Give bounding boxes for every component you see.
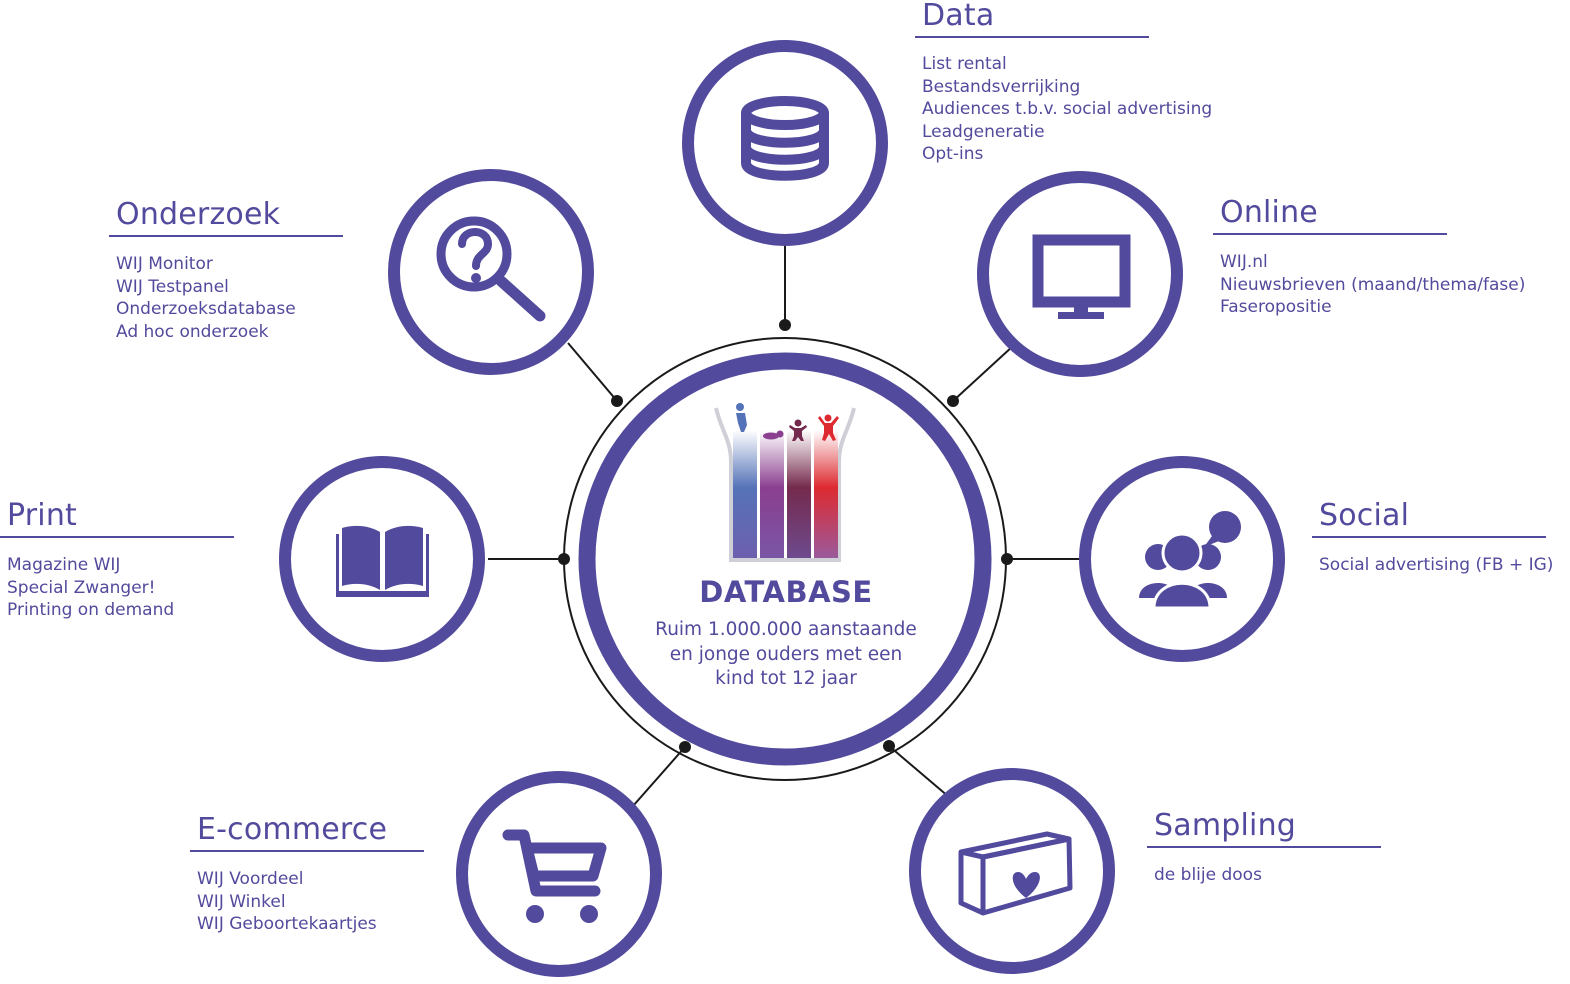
open-book-icon [336, 525, 429, 597]
dot-social [1001, 553, 1013, 565]
dot-print [558, 553, 570, 565]
shopping-cart-icon [502, 829, 607, 923]
node-title-social: Social [1319, 498, 1410, 533]
node-circle-sampling [909, 768, 1115, 974]
node-items-data: List rental Bestandsverrijking Audiences… [922, 53, 1213, 166]
logo-funnel-outline [714, 407, 856, 562]
center-description-line: Ruim 1.000.000 aanstaande [655, 619, 917, 640]
database-icon [741, 96, 829, 181]
node-items-online: WIJ.nl Nieuwsbrieven (maand/thema/fase) … [1220, 251, 1526, 319]
list-item: WIJ.nl [1220, 252, 1268, 272]
connector-sampling [888, 745, 950, 798]
node-label-ecommerce: E-commerce WIJ Voordeel WIJ Winkel WIJ G… [190, 812, 424, 936]
pregnant-figure-icon [736, 403, 747, 432]
list-item: Social advertising (FB + IG) [1319, 555, 1554, 575]
list-item: WIJ Winkel [197, 891, 286, 912]
node-items-sampling: de blije doos [1154, 864, 1381, 887]
list-item: Onderzoeksdatabase [116, 299, 296, 319]
list-item: WIJ Testpanel [116, 276, 229, 297]
list-item: Special Zwanger! [7, 577, 156, 598]
node-circles [279, 40, 1285, 977]
family-stages-logo [714, 403, 856, 562]
node-label-sampling: Sampling de blije doos [1147, 808, 1381, 887]
list-item: Bestandsverrijking [922, 76, 1081, 97]
dot-online [947, 395, 959, 407]
center-title: DATABASE [699, 575, 873, 609]
node-title-data: Data [922, 0, 995, 33]
list-item: WIJ Monitor [116, 254, 213, 274]
hub-inner-ring [578, 352, 992, 766]
node-label-onderzoek: Onderzoek WIJ Monitor WIJ Testpanel Onde… [109, 197, 343, 343]
monitor-icon [1032, 234, 1131, 319]
connector-onderzoek [567, 342, 618, 402]
connector-online [952, 345, 1014, 402]
list-item: Printing on demand [7, 600, 175, 620]
center-description: Ruim 1.000.000 aanstaande en jonge ouder… [610, 618, 962, 692]
dot-ecommerce [679, 741, 691, 753]
logo-bar-red [814, 430, 838, 558]
node-label-online: Online WIJ.nl Nieuwsbrieven (maand/thema… [1213, 195, 1526, 319]
logo-bar-blue [733, 430, 757, 558]
node-title-print: Print [7, 498, 78, 533]
connectors [488, 240, 1084, 807]
node-title-sampling: Sampling [1154, 808, 1297, 843]
list-item: Ad hoc onderzoek [116, 321, 269, 342]
divider [1312, 536, 1546, 538]
child-figure-icon [818, 414, 839, 441]
connector-ecommerce [632, 746, 686, 807]
node-circle-onderzoek [388, 169, 594, 375]
logo-bar-maroon [787, 430, 811, 558]
center-description-line: kind tot 12 jaar [715, 668, 857, 689]
list-item: de blije doos [1154, 865, 1262, 885]
node-items-onderzoek: WIJ Monitor WIJ Testpanel Onderzoeksdata… [116, 253, 343, 343]
search-question-icon [436, 216, 546, 322]
node-title-ecommerce: E-commerce [197, 812, 388, 847]
connector-dots [558, 319, 1013, 753]
divider [190, 850, 424, 852]
node-label-print: Print Magazine WIJ Special Zwanger! Prin… [0, 498, 234, 622]
node-circle-print [279, 456, 485, 662]
list-item: Faseropositie [1220, 297, 1332, 317]
node-title-onderzoek: Onderzoek [116, 197, 281, 232]
logo-bar-purple [760, 430, 784, 558]
divider [0, 536, 234, 538]
divider [109, 235, 343, 237]
node-circle-online [977, 171, 1183, 377]
dot-data [779, 319, 791, 331]
list-item: WIJ Geboortekaartjes [197, 914, 377, 934]
list-item: Magazine WIJ [7, 555, 121, 575]
dot-sampling [883, 740, 895, 752]
list-item: Audiences t.b.v. social advertising [922, 99, 1213, 119]
list-item: Leadgeneratie [922, 121, 1045, 142]
divider [1213, 233, 1447, 235]
list-item: Opt-ins [922, 144, 984, 164]
node-items-print: Magazine WIJ Special Zwanger! Printing o… [7, 554, 234, 622]
baby-figure-icon [763, 430, 784, 440]
node-label-social: Social Social advertising (FB + IG) [1312, 498, 1554, 577]
node-title-online: Online [1220, 195, 1318, 230]
people-chat-icon [1139, 511, 1241, 610]
list-item: WIJ Voordeel [197, 869, 304, 889]
node-items-ecommerce: WIJ Voordeel WIJ Winkel WIJ Geboortekaar… [197, 868, 424, 936]
divider [915, 36, 1149, 38]
list-item: List rental [922, 54, 1007, 74]
heart-box-icon [958, 831, 1073, 916]
toddler-figure-icon [789, 419, 807, 441]
divider [1147, 846, 1381, 848]
dot-onderzoek [611, 395, 623, 407]
center-description-line: en jonge ouders met een [669, 643, 903, 665]
node-label-data: Data List rental Bestandsverrijking Audi… [915, 0, 1213, 166]
list-item: Nieuwsbrieven (maand/thema/fase) [1220, 274, 1526, 295]
node-items-social: Social advertising (FB + IG) [1319, 554, 1554, 577]
